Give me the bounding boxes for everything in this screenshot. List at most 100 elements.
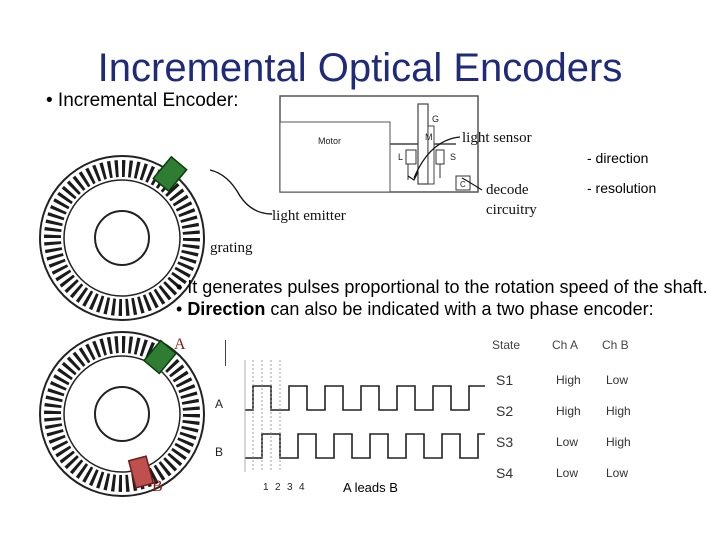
grating-slot bbox=[92, 164, 102, 182]
grating-slot bbox=[122, 160, 126, 178]
grating-slot bbox=[53, 374, 70, 386]
grating-slot bbox=[125, 298, 130, 316]
header-state: State bbox=[492, 338, 521, 352]
grating-slot bbox=[45, 219, 63, 227]
grating-slot bbox=[175, 377, 193, 388]
grating-slot bbox=[59, 450, 75, 464]
grating-slot bbox=[44, 417, 62, 422]
quadrature-waveform: A B 1 2 3 4 A leads B bbox=[215, 360, 485, 495]
grating-slot bbox=[181, 249, 199, 257]
header-ch-b: Ch B bbox=[602, 338, 629, 352]
motor-label: Motor bbox=[318, 136, 341, 146]
grating-slot bbox=[66, 180, 81, 195]
grating-slot bbox=[64, 279, 79, 294]
ch-b-cell: High bbox=[606, 403, 631, 418]
grating-slot bbox=[44, 234, 62, 238]
a-marker: A bbox=[174, 336, 186, 353]
grating-slot bbox=[172, 370, 189, 383]
grating-slot bbox=[153, 288, 166, 305]
grating-slot bbox=[55, 269, 72, 282]
grating-slot bbox=[61, 185, 77, 200]
slide-title: Incremental Optical Encoders bbox=[97, 46, 623, 90]
grating-slot bbox=[44, 410, 62, 414]
grating-slot bbox=[167, 452, 183, 467]
grating-slot bbox=[182, 243, 200, 250]
grating-slot bbox=[167, 276, 183, 291]
grating-slot bbox=[122, 336, 126, 354]
grating-slot bbox=[45, 395, 63, 403]
ch-b-cell: Low bbox=[606, 372, 629, 387]
state-row: S3 Low High bbox=[488, 426, 688, 457]
grating-slot bbox=[44, 402, 62, 409]
decode-label-line1: decode bbox=[486, 182, 529, 198]
state-cell: S3 bbox=[496, 433, 514, 450]
decode-label-line2: circuitry bbox=[486, 202, 537, 218]
state-row: S1 High Low bbox=[488, 364, 688, 395]
m-label: M bbox=[425, 132, 433, 142]
explanation-text: • It generates pulses proportional to th… bbox=[176, 276, 716, 320]
resolution-label: - resolution bbox=[587, 180, 657, 196]
grating-slot bbox=[69, 283, 84, 299]
grating-slot bbox=[47, 388, 65, 397]
grating-slot bbox=[171, 447, 187, 461]
b-marker: B bbox=[152, 478, 163, 495]
ch-a-cell: Low bbox=[556, 465, 579, 480]
tick-2: 2 bbox=[275, 482, 281, 493]
ch-b-cell: High bbox=[606, 434, 631, 449]
grating-slot bbox=[180, 391, 198, 399]
grating-slot bbox=[53, 198, 70, 210]
grating-slot bbox=[72, 351, 86, 367]
grating-label: grating bbox=[210, 240, 253, 256]
state-cell: S1 bbox=[496, 371, 514, 388]
grating-slot bbox=[174, 266, 191, 278]
grating-slot bbox=[182, 230, 200, 235]
wave-a-label: A bbox=[215, 397, 223, 411]
grating-slot bbox=[178, 384, 196, 394]
grating-slot bbox=[44, 423, 63, 430]
ch-a-cell: High bbox=[556, 372, 581, 387]
s-label: S bbox=[450, 152, 456, 162]
grating-slot bbox=[46, 253, 64, 261]
grating-slot bbox=[174, 442, 191, 454]
grating-slot bbox=[158, 461, 172, 477]
grating-slot bbox=[99, 338, 107, 356]
grating-slot bbox=[181, 222, 200, 229]
grating-slot bbox=[179, 255, 197, 264]
grating-slot bbox=[51, 440, 69, 451]
grating-slot bbox=[57, 191, 73, 205]
subheading: • Incremental Encoder: bbox=[46, 90, 239, 111]
state-cell: S4 bbox=[496, 464, 514, 481]
grating-slot bbox=[133, 337, 141, 355]
grating-slot bbox=[114, 336, 119, 354]
grating-slot bbox=[88, 469, 99, 487]
grating-slot bbox=[44, 226, 62, 233]
grating-slot bbox=[88, 293, 99, 311]
ch-a-cell: Low bbox=[556, 434, 579, 449]
grating-slot bbox=[44, 241, 62, 246]
grating-slot bbox=[172, 194, 189, 207]
grating-slot bbox=[182, 414, 200, 418]
grating-slot bbox=[177, 261, 195, 272]
grating-slot bbox=[57, 367, 73, 381]
grating-slot bbox=[106, 336, 113, 355]
motor-sensor-diagram: Motor G M L S C bbox=[279, 95, 479, 193]
grating-slot bbox=[163, 281, 178, 296]
grating-slot bbox=[64, 455, 79, 470]
grating-slot bbox=[178, 208, 196, 218]
grating-slot bbox=[72, 175, 86, 191]
grating-slot bbox=[46, 429, 64, 437]
grating-slot bbox=[181, 425, 199, 433]
grating-slot bbox=[48, 434, 66, 444]
grating-slot bbox=[175, 201, 193, 212]
grating-slot bbox=[114, 160, 119, 178]
grating-slot bbox=[103, 297, 111, 315]
grating-slot bbox=[127, 160, 134, 178]
waveform-caption: A leads B bbox=[343, 480, 398, 495]
grating-slot bbox=[181, 398, 200, 405]
grating-slot bbox=[182, 419, 200, 426]
grating-slot bbox=[180, 215, 198, 223]
c-label: C bbox=[460, 180, 466, 189]
